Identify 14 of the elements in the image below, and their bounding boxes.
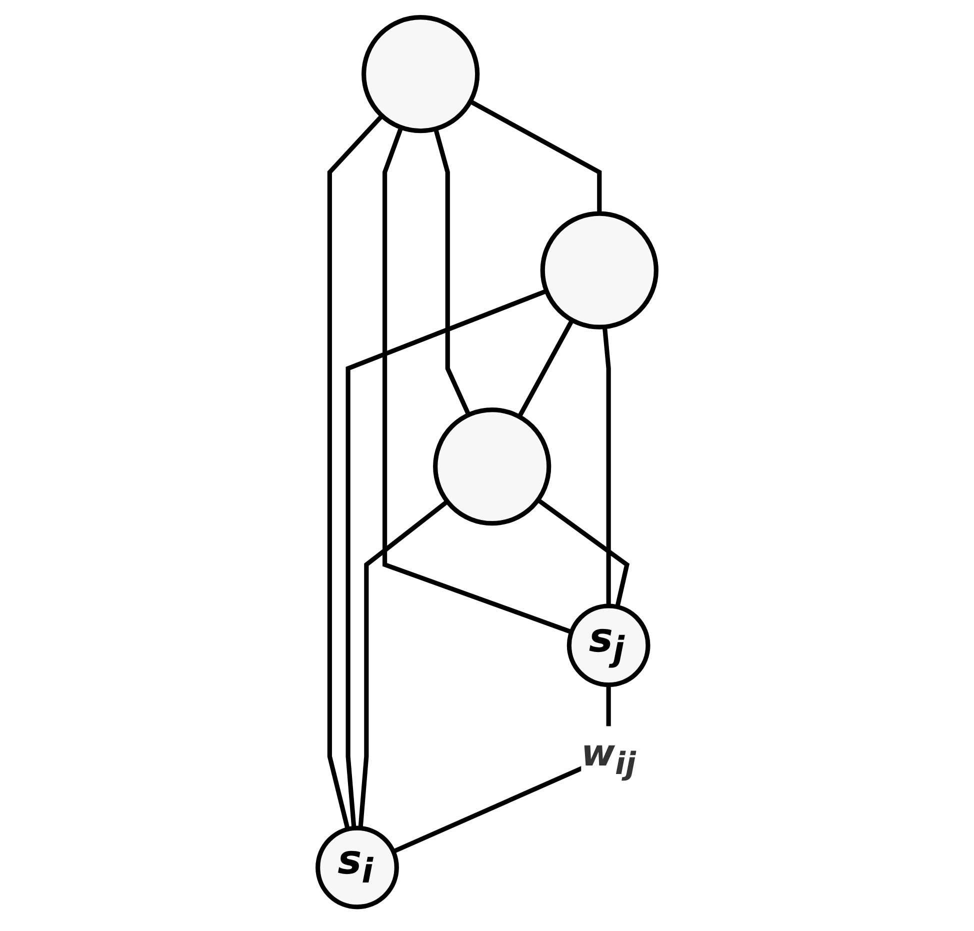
connector	[358, 500, 449, 828]
connector	[517, 319, 574, 418]
node-circle	[540, 211, 658, 330]
connector	[382, 126, 572, 634]
connector	[536, 498, 630, 608]
connector	[346, 288, 548, 828]
node-circle	[362, 15, 480, 134]
node-circle	[433, 407, 552, 526]
connector	[327, 114, 384, 830]
node-circle: s$_{j}$	[566, 604, 650, 688]
connector	[602, 326, 611, 606]
node-circle: s$_{i}$	[316, 826, 399, 910]
connector	[433, 128, 471, 416]
connector	[469, 99, 602, 214]
